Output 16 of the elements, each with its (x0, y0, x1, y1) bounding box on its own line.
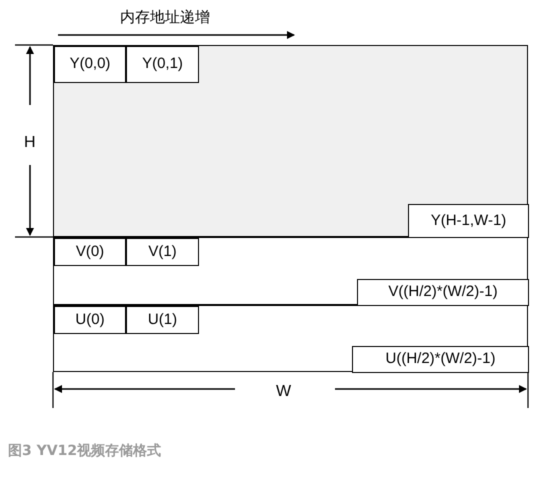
memory-cell: Y(0,1) (126, 46, 199, 83)
caption: 图3 YV12视频存储格式 (8, 442, 162, 461)
dimension-label: W (276, 382, 292, 402)
memory-cell: V(1) (126, 238, 199, 266)
memory-plane (53, 237, 528, 305)
memory-cell: U(0) (54, 306, 126, 334)
memory-plane (53, 305, 528, 372)
memory-cell: U(1) (126, 306, 199, 334)
memory-plane (53, 45, 528, 237)
dimension-label: H (24, 133, 36, 153)
memory-cell: U((H/2)*(W/2)-1) (352, 346, 529, 373)
memory-cell: Y(H-1,W-1) (408, 204, 529, 238)
direction-label: 内存地址递增 (120, 7, 210, 28)
memory-cell: V((H/2)*(W/2)-1) (357, 279, 529, 306)
memory-cell: V(0) (54, 238, 126, 266)
memory-cell: Y(0,0) (54, 46, 126, 83)
